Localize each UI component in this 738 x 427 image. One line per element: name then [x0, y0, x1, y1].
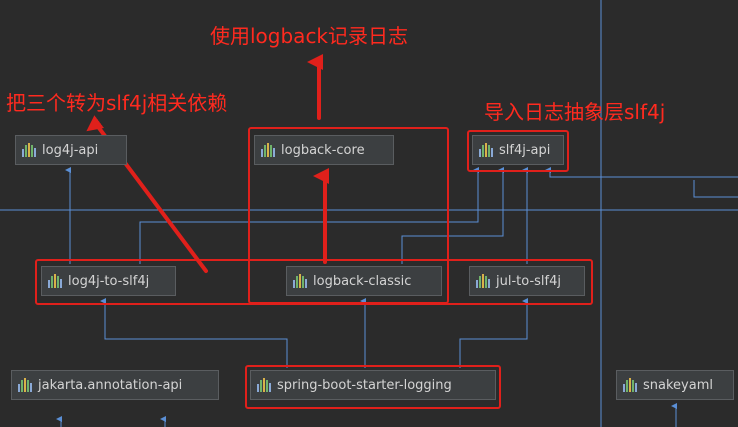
node-label: logback-classic: [313, 273, 412, 289]
node-label: log4j-api: [42, 142, 99, 158]
edge-starter-log4j-to-slf4j: [100, 298, 288, 368]
node-label: snakeyaml: [643, 377, 713, 393]
annotation-import-abstraction: 导入日志抽象层slf4j: [484, 100, 666, 124]
annotation-use-logback: 使用logback记录日志: [210, 24, 409, 48]
node-logback-classic[interactable]: logback-classic: [286, 266, 442, 296]
node-logback-core[interactable]: logback-core: [254, 135, 394, 165]
module-icon: [48, 274, 63, 288]
edge-log4j-to-slf4j-slf4j-api: [139, 167, 479, 264]
module-icon: [479, 143, 494, 157]
module-icon: [293, 274, 308, 288]
edge-logback-classic-slf4j-api: [401, 167, 504, 264]
node-label: log4j-to-slf4j: [68, 273, 150, 289]
annotation-convert-three: 把三个转为slf4j相关依赖: [6, 91, 228, 115]
node-label: jul-to-slf4j: [496, 273, 561, 289]
edge-starter-jul-to-slf4j: [459, 298, 528, 368]
node-label: spring-boot-starter-logging: [277, 377, 452, 393]
node-jul-to-slf4j[interactable]: jul-to-slf4j: [469, 266, 585, 296]
module-icon: [476, 274, 491, 288]
node-label: jakarta.annotation-api: [38, 377, 183, 393]
node-log4j-to-slf4j[interactable]: log4j-to-slf4j: [41, 266, 176, 296]
module-icon: [22, 143, 37, 157]
node-snakeyaml[interactable]: snakeyaml: [616, 370, 734, 400]
module-icon: [261, 143, 276, 157]
node-log4j-api[interactable]: log4j-api: [15, 135, 127, 165]
module-icon: [257, 378, 272, 392]
highlight-slf4j-api: [467, 130, 569, 172]
edge-slf4j-api-right: [545, 167, 738, 178]
highlight-bridges-row: [35, 259, 593, 305]
highlight-starter-logging: [245, 365, 501, 409]
node-label: slf4j-api: [499, 142, 551, 158]
module-icon: [18, 378, 33, 392]
node-label: logback-core: [281, 142, 365, 158]
node-slf4j-api[interactable]: slf4j-api: [472, 135, 564, 165]
node-spring-boot-starter-logging[interactable]: spring-boot-starter-logging: [250, 370, 496, 400]
node-jakarta-annotation-api[interactable]: jakarta.annotation-api: [11, 370, 219, 400]
edge-slf4j-api-right-2: [693, 180, 738, 198]
module-icon: [623, 378, 638, 392]
